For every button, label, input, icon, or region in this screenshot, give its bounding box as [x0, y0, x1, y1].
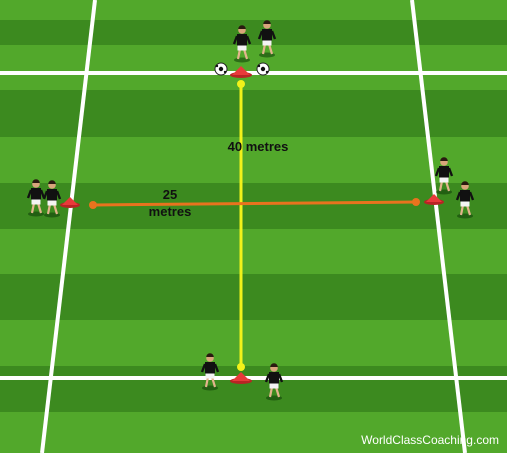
- cone-icon: [230, 66, 252, 78]
- vertical-line-start-dot: [237, 80, 245, 88]
- watermark: WorldClassCoaching.com: [361, 433, 499, 447]
- cone-icon: [60, 197, 80, 208]
- vertical-distance-label: 40 metres: [228, 139, 289, 154]
- horizontal-distance-unit: metres: [149, 204, 192, 219]
- cone-icon: [424, 194, 444, 205]
- vertical-line-end-dot: [237, 363, 245, 371]
- soccer-ball-icon: [214, 62, 228, 76]
- horizontal-line-end-dot: [412, 198, 420, 206]
- horizontal-distance-value: 25: [163, 187, 177, 202]
- horizontal-line-start-dot: [89, 201, 97, 209]
- cone-icon: [230, 372, 252, 384]
- soccer-ball-icon: [256, 62, 270, 76]
- horizontal-distance-line: [92, 200, 417, 207]
